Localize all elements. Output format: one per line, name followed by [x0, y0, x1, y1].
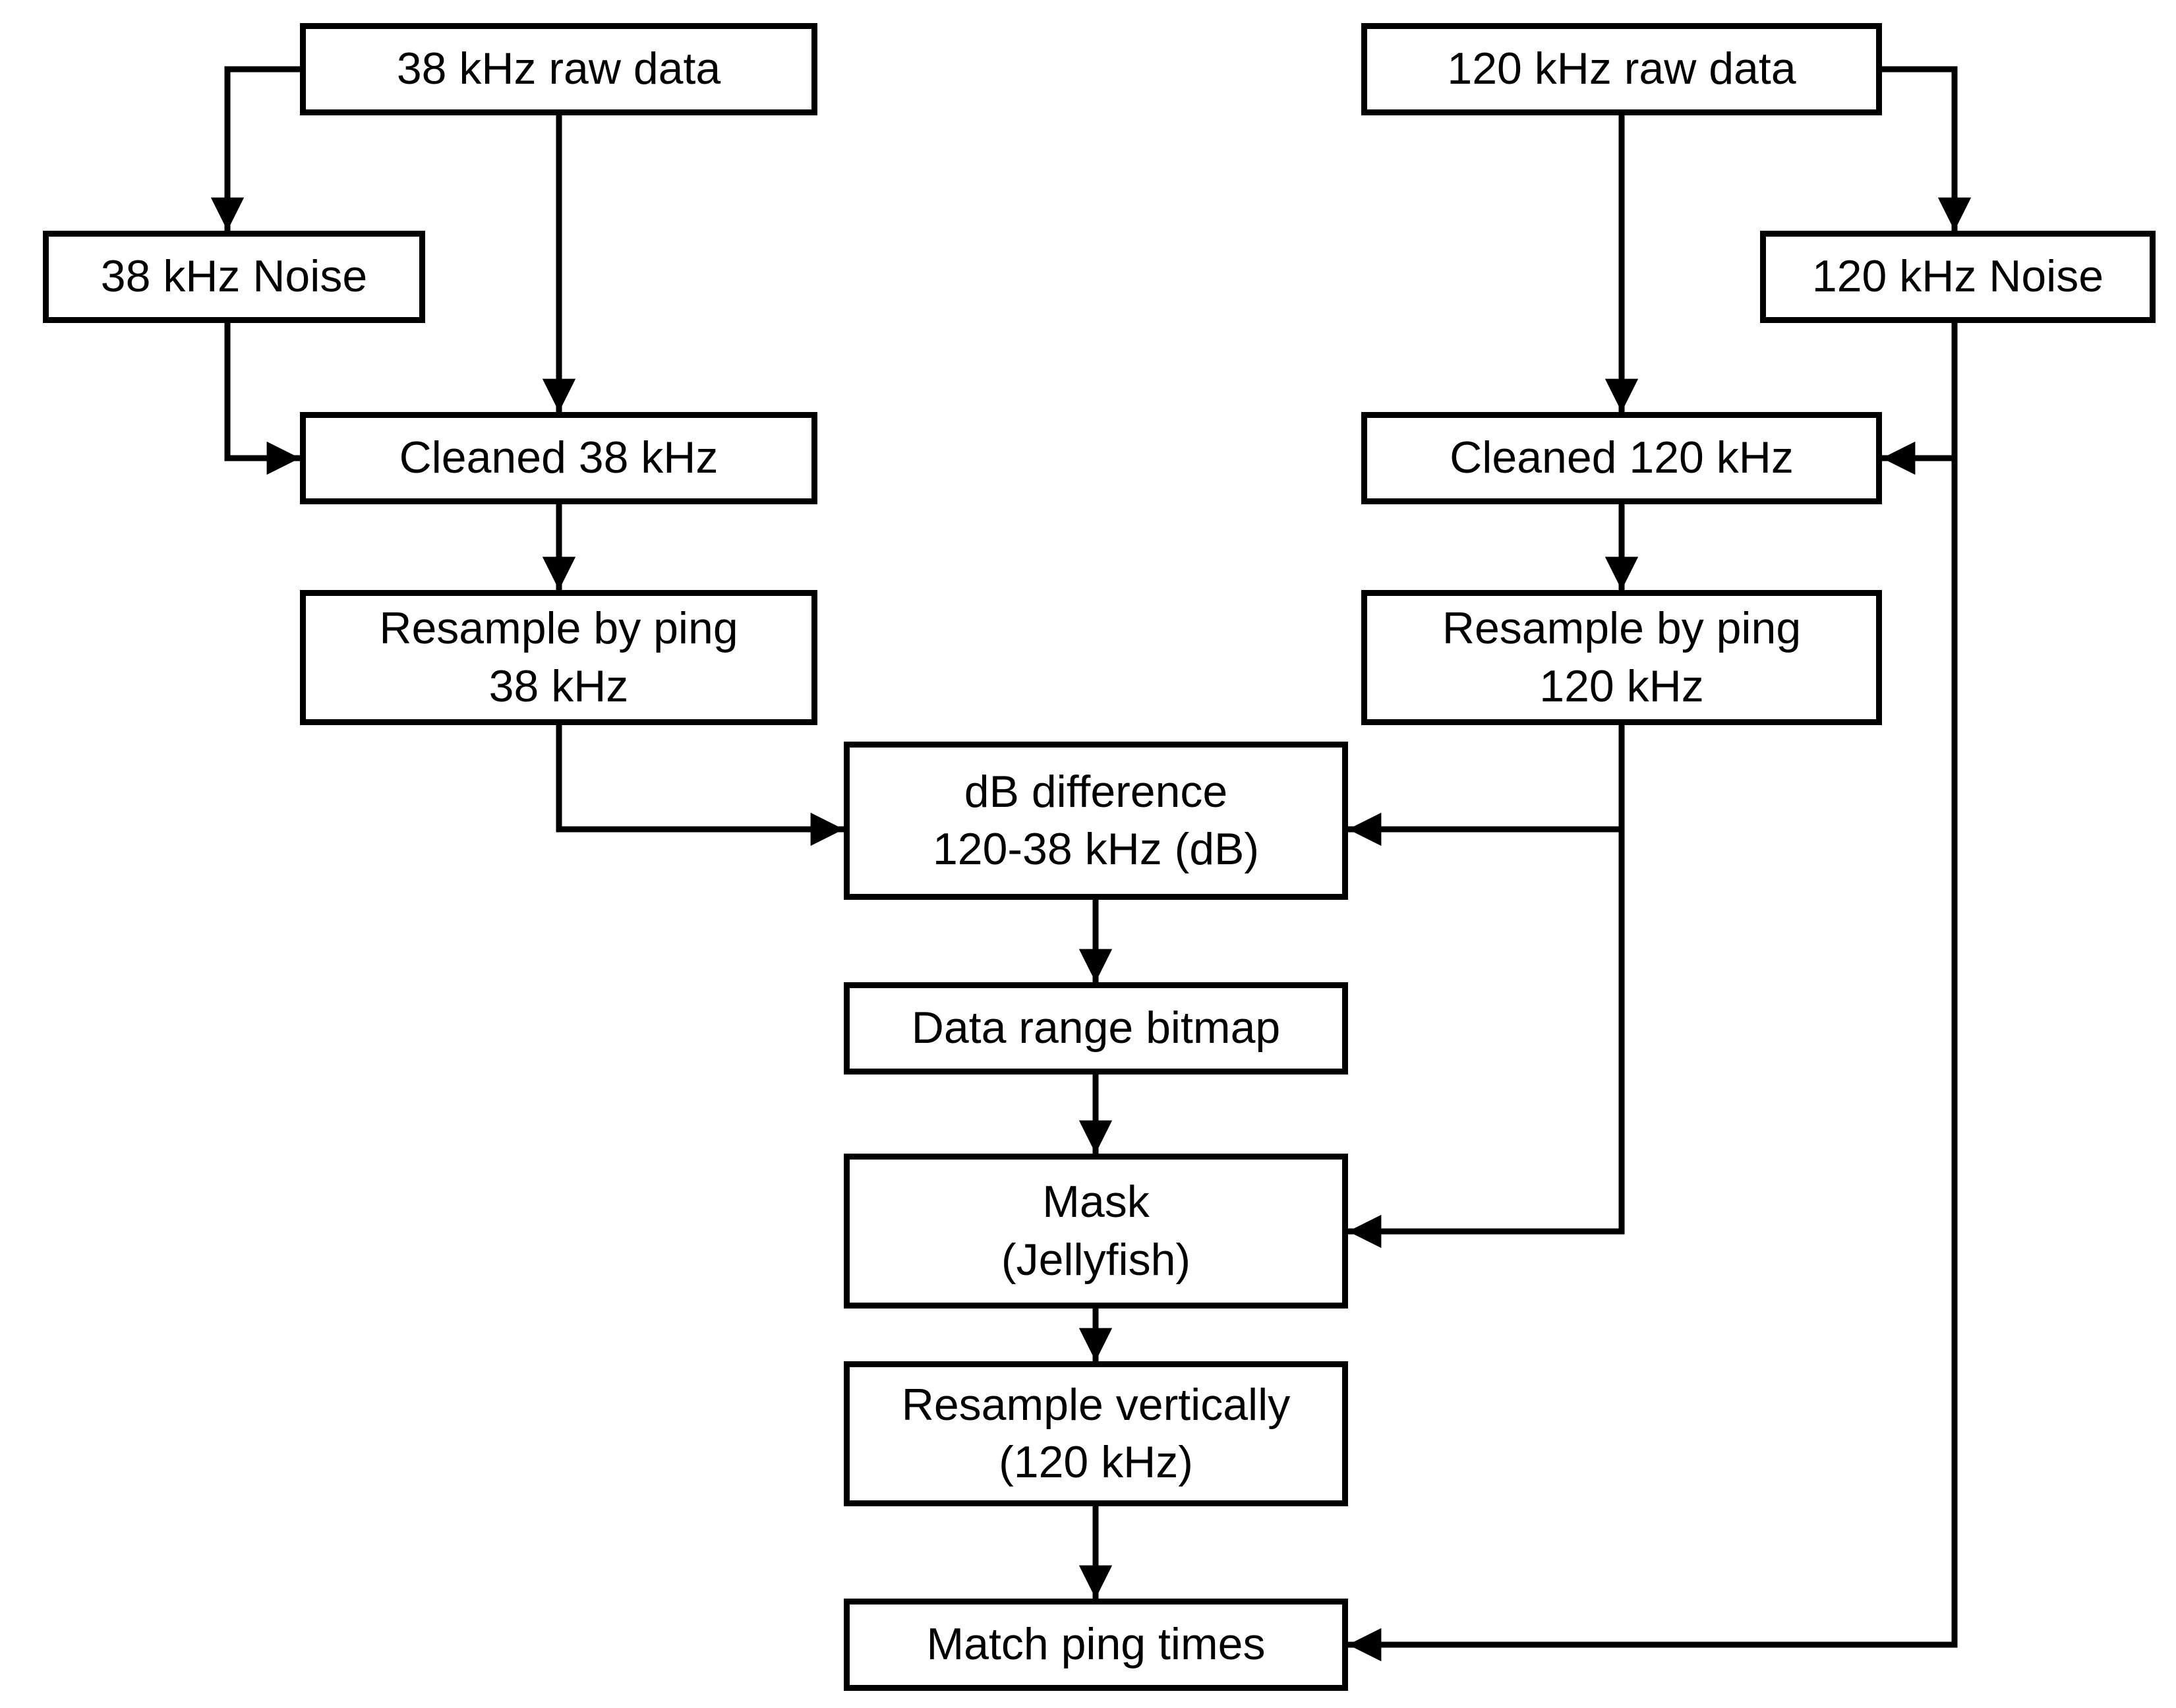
edge-noise38-to-cleaned38 — [224, 323, 300, 475]
node-label: Cleaned 120 kHz — [1450, 432, 1794, 483]
edge-resample120-to-mask — [1348, 725, 1625, 1249]
edge-raw120-to-noise120 — [1882, 66, 1972, 231]
node-120khz-noise: 120 kHz Noise — [1760, 231, 2156, 323]
node-cleaned-38khz: Cleaned 38 kHz — [300, 412, 817, 504]
node-label: Mask (Jellyfish) — [1001, 1177, 1191, 1285]
edge-resample38-to-dbdiff — [556, 725, 844, 846]
node-label: Match ping times — [926, 1619, 1266, 1670]
edge-raw38-to-noise38 — [210, 66, 300, 231]
node-mask-jellyfish: Mask (Jellyfish) — [844, 1154, 1348, 1309]
node-label: 120 kHz raw data — [1447, 44, 1796, 94]
node-120khz-raw-data: 120 kHz raw data — [1361, 23, 1882, 115]
node-label: 38 kHz raw data — [396, 44, 721, 94]
node-label: 120 kHz Noise — [1811, 251, 2104, 302]
node-label: Resample by ping 38 kHz — [379, 603, 738, 711]
node-label: Resample vertically (120 kHz) — [901, 1379, 1291, 1487]
node-resample-by-ping-38khz: Resample by ping 38 kHz — [300, 590, 817, 725]
node-label: Data range bitmap — [911, 1003, 1281, 1053]
node-resample-by-ping-120khz: Resample by ping 120 kHz — [1361, 590, 1882, 725]
node-label: dB difference 120-38 kHz (dB) — [932, 766, 1260, 874]
node-cleaned-120khz: Cleaned 120 kHz — [1361, 412, 1882, 504]
node-resample-vertically: Resample vertically (120 kHz) — [844, 1361, 1348, 1506]
edge-noise120-to-match — [1348, 323, 1958, 1662]
node-label: Resample by ping 120 kHz — [1442, 603, 1802, 711]
node-db-difference: dB difference 120-38 kHz (dB) — [844, 742, 1348, 900]
node-match-ping-times: Match ping times — [844, 1599, 1348, 1691]
node-label: 38 kHz Noise — [100, 251, 368, 302]
node-label: Cleaned 38 kHz — [399, 432, 719, 483]
node-38khz-raw-data: 38 kHz raw data — [300, 23, 817, 115]
node-38khz-noise: 38 kHz Noise — [43, 231, 425, 323]
node-data-range-bitmap: Data range bitmap — [844, 982, 1348, 1075]
